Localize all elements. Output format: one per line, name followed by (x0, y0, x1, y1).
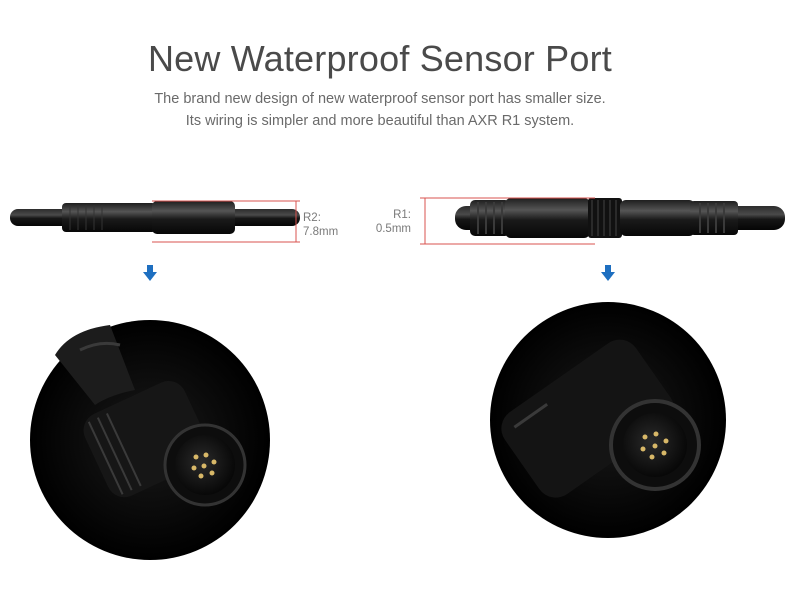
subtitle: The brand new design of new waterproof s… (0, 88, 760, 132)
left-dimension-name: R2: (303, 212, 321, 224)
page-title: New Waterproof Sensor Port (147, 38, 613, 79)
right-dimension-label: R1: 0.5mm (366, 208, 411, 236)
subtitle-line-1: The brand new design of new waterproof s… (154, 91, 606, 107)
left-closeup-circle (30, 320, 270, 560)
right-dimension-value: 0.5mm (375, 223, 411, 235)
left-dimension-value: 7.8mm (303, 226, 339, 238)
left-cable-connector (10, 201, 300, 234)
arrow-down-icon (601, 265, 615, 281)
right-dimension-name: R1: (393, 209, 411, 221)
left-dimension-label: R2: 7.8mm (303, 211, 338, 239)
right-dimension-marks (420, 197, 595, 245)
header: New Waterproof Sensor Port The brand new… (0, 38, 760, 132)
subtitle-line-2: Its wiring is simpler and more beautiful… (185, 113, 575, 129)
right-closeup-circle (490, 302, 726, 538)
arrow-down-icon (143, 265, 157, 281)
right-cable-connector (455, 198, 785, 238)
left-dimension-marks (152, 200, 300, 243)
